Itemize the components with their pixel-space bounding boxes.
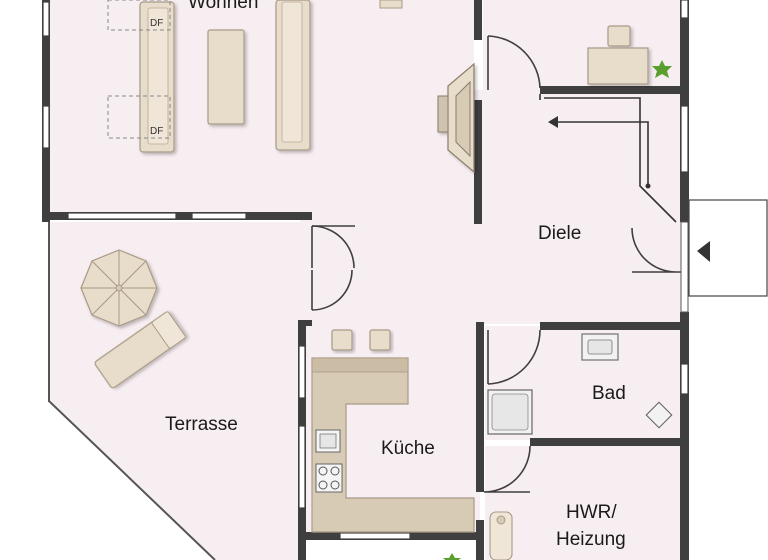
- wall-wohnen-bottom: [42, 212, 312, 220]
- entry-arrow-icon: [697, 241, 710, 262]
- entry-step: [688, 199, 768, 297]
- parasol-icon: [80, 249, 158, 327]
- stairs: [539, 94, 680, 223]
- sofa-left-seat: [147, 7, 169, 145]
- plant-kitchen-leaves-icon: [443, 553, 461, 560]
- sink-basin: [319, 433, 337, 449]
- wall-right-mid: [680, 312, 689, 560]
- parasol-ribs: [81, 250, 157, 326]
- label-diele: Diele: [538, 223, 581, 244]
- wall-bad-left: [476, 322, 484, 492]
- side-table: [379, 0, 403, 9]
- fireplace-hearth: [437, 95, 449, 133]
- skylight-top: [107, 0, 171, 31]
- bar-stool-2: [369, 329, 391, 351]
- boiler-top: [496, 515, 506, 525]
- desk: [587, 47, 649, 85]
- kitchen-counter: [311, 357, 475, 533]
- floor-top-right-room: [483, 0, 683, 90]
- shower-inner: [491, 393, 529, 431]
- hwr-equipment: [489, 511, 513, 560]
- plant-leaves-icon: [652, 60, 672, 78]
- kitchen: [311, 329, 475, 533]
- fireplace-inner: [455, 80, 471, 158]
- stairs-outline: [540, 94, 680, 218]
- skylight-top-label: DF: [150, 18, 163, 29]
- stairs-path: [552, 121, 649, 186]
- terrasse-furniture: [80, 249, 186, 389]
- label-bad: Bad: [592, 383, 626, 404]
- fireplace: [437, 62, 475, 174]
- parasol-center: [115, 284, 123, 292]
- floor-hwr: [485, 446, 680, 560]
- window-bad: [680, 363, 689, 395]
- window-wohnen-left-top: [42, 1, 50, 37]
- label-hwr-line1: HWR/: [566, 502, 617, 523]
- wall-terrasse-diagonal: [48, 400, 216, 560]
- windows: [42, 0, 689, 540]
- stairs-start-dot: [645, 183, 651, 189]
- lounger-headrest: [151, 311, 186, 349]
- label-hwr-line2: Heizung: [556, 529, 626, 550]
- plant-icon: [652, 60, 672, 78]
- label-terrasse: Terrasse: [165, 414, 238, 435]
- door-hwr: [483, 445, 531, 493]
- window-wohnen-bottom-1: [67, 212, 177, 220]
- wall-center-top: [474, 0, 482, 40]
- hob-burners: [318, 466, 340, 490]
- window-right-mid: [680, 105, 689, 173]
- kitchen-bar-top: [311, 357, 409, 373]
- floor-wohnen: [48, 0, 474, 216]
- door-entry: [631, 227, 684, 273]
- wall-center-mid: [474, 100, 482, 224]
- stairs-edge: [544, 97, 677, 223]
- label-wohnen: Wohnen: [188, 0, 258, 13]
- door-terrasse-right: [311, 269, 353, 311]
- entry-door-frame: [680, 221, 689, 313]
- sun-lounger: [94, 311, 186, 389]
- sofa-right-seat: [281, 1, 303, 143]
- wc-icon: [645, 401, 673, 429]
- wall-topright-bottom: [540, 86, 688, 94]
- window-wohnen-bottom-2: [191, 212, 247, 220]
- coffee-table: [207, 29, 245, 125]
- wohnen-furniture: DF DF: [107, 0, 403, 153]
- washbasin-bowl: [587, 339, 613, 355]
- door-bad: [487, 329, 541, 385]
- plant-kitchen-icon: [443, 553, 461, 560]
- hob-icon: [315, 463, 343, 493]
- window-kueche-left-2: [298, 425, 306, 509]
- wall-terrasse-left: [48, 222, 50, 402]
- window-kueche-bottom: [339, 532, 411, 540]
- skylight-bottom-label: DF: [150, 126, 163, 137]
- entry-landing: [680, 199, 768, 313]
- label-kueche: Küche: [381, 438, 435, 459]
- bathroom: [487, 333, 673, 435]
- wall-wohnen-bottom-right: [300, 212, 312, 220]
- skylight-bottom: [107, 95, 171, 139]
- window-wohnen-left-mid: [42, 105, 50, 149]
- stairs-arrow-icon: [548, 116, 558, 128]
- bar-stool-1: [331, 329, 353, 351]
- desk-chair: [607, 25, 631, 47]
- window-right-top: [680, 0, 689, 19]
- heating-boiler: [489, 511, 513, 560]
- wall-bad-bottom: [530, 438, 688, 446]
- window-kueche-left-1: [298, 345, 306, 399]
- wall-kueche-top: [298, 320, 312, 326]
- doors: [311, 35, 684, 493]
- wall-bad-top: [540, 322, 688, 330]
- room-labels: Wohnen Diele Bad Terrasse Küche HWR/ Hei…: [165, 0, 626, 550]
- topright-furniture: [587, 25, 649, 85]
- door-topright: [487, 35, 541, 90]
